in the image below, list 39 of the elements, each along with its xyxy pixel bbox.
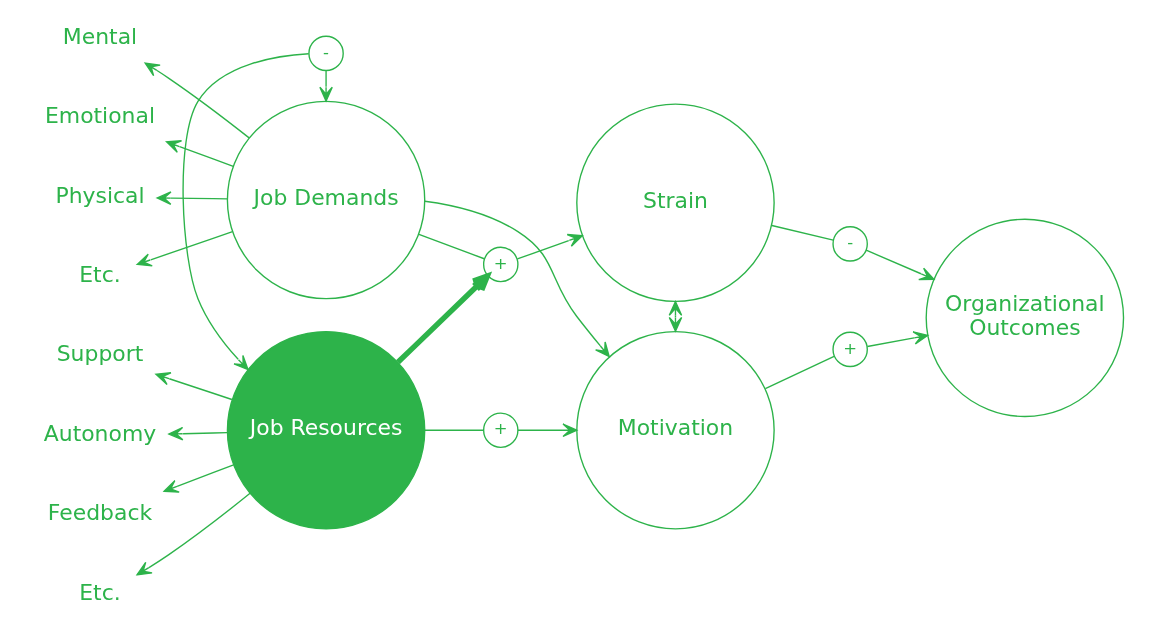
arrow: [144, 62, 250, 139]
arrow: [182, 53, 310, 371]
arrow: [424, 200, 610, 358]
arrow: [866, 331, 929, 348]
node-circle: Motivation: [576, 330, 775, 530]
arrow: [517, 423, 578, 438]
node-text: Etc.: [79, 261, 121, 287]
node-text: Support: [56, 341, 144, 367]
arrow: [136, 492, 251, 576]
node-circle: +: [482, 412, 519, 449]
node-circle: Strain: [576, 103, 775, 303]
connector: [418, 233, 485, 260]
connector: [771, 224, 834, 241]
arrow: [168, 426, 228, 441]
arrow: [156, 191, 228, 205]
node-circle: -: [308, 35, 344, 72]
arrow: [319, 70, 333, 102]
node-circle: -: [832, 226, 868, 262]
arrow: [668, 300, 683, 332]
node-text: Etc.: [79, 579, 121, 605]
node-text: Feedback: [47, 500, 153, 526]
node-text: Mental: [62, 23, 138, 49]
node-circle: Job Demands: [226, 100, 426, 300]
arrow: [865, 249, 935, 281]
node-circle: Organizational Outcomes: [925, 218, 1125, 418]
node-text: Physical: [55, 182, 145, 208]
node-text: Emotional: [44, 103, 156, 129]
node-circle: +: [482, 246, 519, 283]
arrow: [165, 140, 234, 168]
node-text: Autonomy: [43, 420, 157, 446]
connector: [764, 355, 835, 390]
arrow: [516, 233, 583, 260]
arrow: [395, 273, 491, 365]
node-circle: +: [832, 331, 868, 368]
arrow: [163, 464, 235, 493]
arrow: [155, 372, 233, 401]
node-circle: Job Resources: [226, 330, 426, 530]
arrow: [136, 231, 234, 267]
connector: [424, 429, 485, 431]
